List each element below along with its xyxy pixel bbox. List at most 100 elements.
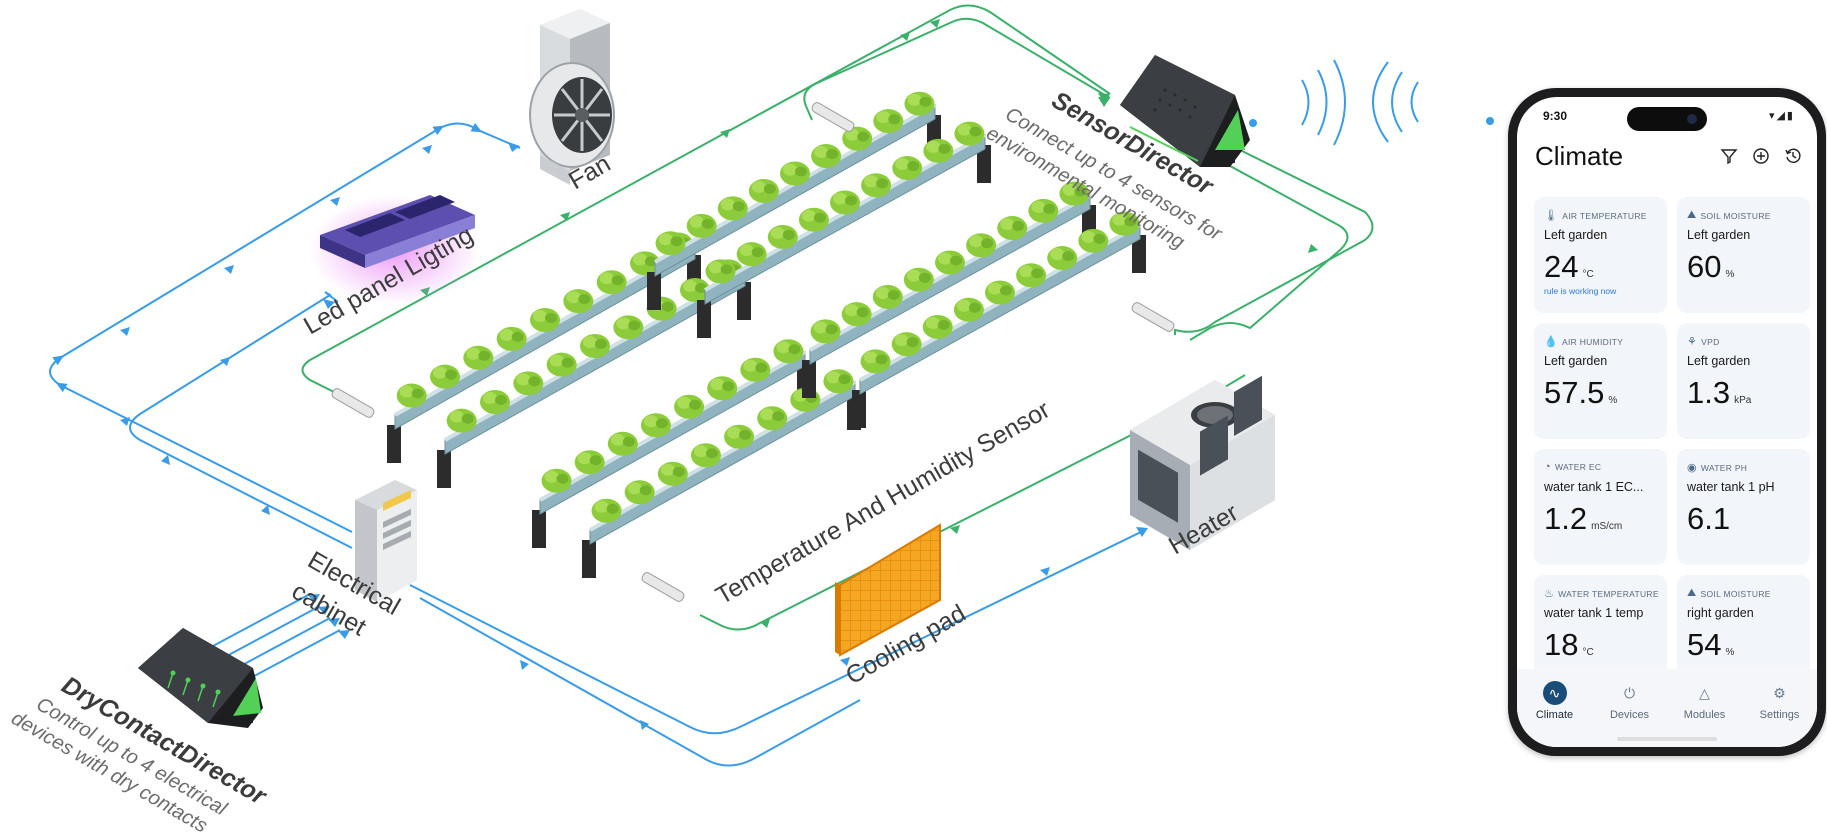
add-circle-icon[interactable]: [1751, 147, 1771, 167]
card-value: 57.5 %: [1544, 375, 1617, 411]
camera-icon: [1687, 114, 1697, 124]
card-type: ♨ WATER TEMPERATURE: [1544, 587, 1659, 600]
lettuce-plant: [923, 138, 954, 163]
card-type-label: SOIL MOISTURE: [1700, 588, 1771, 599]
thermometer-icon: 🌡: [1544, 210, 1559, 222]
lettuce-plant: [773, 339, 804, 364]
card-value-unit: %: [1725, 647, 1735, 658]
card-value-unit: mS/cm: [1591, 521, 1623, 532]
lettuce-plant: [842, 126, 873, 151]
card-value: 24 °C: [1544, 249, 1594, 285]
tab-modules[interactable]: △ Modules: [1667, 669, 1742, 747]
lettuce-plant: [780, 161, 810, 186]
header-actions: [1719, 147, 1803, 167]
lettuce-plant: [811, 144, 842, 169]
card-type: 💧 AIR HUMIDITY: [1544, 335, 1623, 348]
lettuce-plant: [861, 173, 892, 198]
lettuce-plant: [630, 251, 660, 276]
lettuce-plant: [740, 357, 771, 382]
lettuce-plant: [872, 284, 903, 309]
card-value-number: 60: [1687, 249, 1722, 284]
card-type-label: WATER EC: [1554, 462, 1602, 472]
lettuce-plant: [546, 352, 577, 377]
card-value: 60 %: [1687, 249, 1734, 285]
tab-settings[interactable]: ⚙ Settings: [1742, 669, 1817, 747]
lettuce-plant: [513, 371, 544, 396]
sensor-card[interactable]: ◉ WATER PH water tank 1 pH 6.1: [1677, 449, 1810, 565]
lettuce-plant: [580, 334, 610, 358]
tab-label: Modules: [1683, 709, 1726, 721]
growing-channel: [437, 259, 751, 488]
tab-climate[interactable]: ∿ Climate: [1517, 669, 1592, 747]
hydroponic-racks: [387, 91, 1146, 578]
tab-label: Settings: [1759, 709, 1800, 721]
lettuce-plant: [396, 383, 427, 408]
app-header: Climate: [1535, 141, 1803, 181]
lettuce-plant: [574, 450, 605, 475]
lettuce-plant: [674, 394, 705, 419]
card-location: water tank 1 temp: [1544, 606, 1644, 620]
sensor-card[interactable]: 💧 AIR HUMIDITY Left garden 57.5 %: [1534, 323, 1667, 439]
humidity-icon: 💧: [1544, 336, 1558, 348]
soil-icon: ⛰: [1687, 209, 1697, 221]
sensor-director-device: [1120, 55, 1250, 167]
lettuce-plant: [613, 315, 644, 340]
lettuce-plant: [873, 109, 904, 134]
sensor-card[interactable]: 🌡 AIR TEMPERATURE Left garden 24 °C rule…: [1534, 197, 1667, 313]
lettuce-plant: [841, 302, 872, 327]
lettuce-plant: [446, 408, 477, 433]
phone-screen: 9:30 ▾◢▮ Climate 🌡 AIR TEMPERATURE: [1517, 97, 1817, 747]
lettuce-plant: [1047, 246, 1078, 271]
lettuce-plant: [935, 250, 965, 275]
heater-device: [1130, 375, 1275, 550]
card-location: Left garden: [1544, 354, 1608, 368]
card-location: Left garden: [1544, 228, 1608, 242]
card-value-unit: °C: [1582, 647, 1594, 658]
lettuce-plant: [717, 196, 748, 221]
card-location: Left garden: [1687, 354, 1751, 368]
history-icon[interactable]: [1783, 147, 1803, 167]
card-type: ⚘ VPD: [1687, 335, 1720, 348]
status-bar: 9:30 ▾◢▮: [1517, 97, 1817, 137]
lettuce-plant: [810, 319, 841, 344]
tab-devices[interactable]: ⏻ Devices: [1592, 669, 1667, 747]
card-type: ⛰ SOIL MOISTURE: [1687, 209, 1771, 222]
lettuce-plant: [736, 242, 767, 267]
modules-icon: △: [1699, 685, 1710, 701]
status-icons: ▾◢▮: [1768, 110, 1795, 122]
page-title: Climate: [1535, 141, 1624, 171]
lettuce-plant: [690, 443, 721, 468]
lettuce-plant: [655, 231, 686, 256]
pulse-icon: ∿: [1542, 681, 1567, 705]
lettuce-plant: [707, 376, 738, 401]
water-ec-icon: ◔: [1544, 461, 1551, 473]
lettuce-plant: [1109, 211, 1140, 236]
lettuce-plant: [680, 278, 710, 302]
card-value-number: 1.3: [1687, 375, 1731, 410]
card-location: water tank 1 EC...: [1544, 480, 1644, 494]
growing-channel: [647, 91, 941, 310]
sensor-card[interactable]: ⛰ SOIL MOISTURE Left garden 60 %: [1677, 197, 1810, 313]
home-indicator: [1617, 737, 1717, 741]
lettuce-plant: [891, 332, 922, 357]
lettuce-plant: [496, 326, 527, 351]
tab-label: Climate: [1535, 709, 1574, 721]
card-location: Left garden: [1687, 228, 1751, 242]
card-type: 🌡 AIR TEMPERATURE: [1544, 209, 1647, 222]
lettuce-plant: [530, 308, 560, 332]
lettuce-plant: [607, 431, 638, 456]
card-type-label: AIR HUMIDITY: [1562, 336, 1624, 347]
lettuce-plant: [892, 156, 923, 181]
fan-device: [529, 9, 615, 185]
lettuce-plant: [823, 369, 854, 394]
card-type: ⛰ SOIL MOISTURE: [1687, 587, 1771, 600]
sensor-card[interactable]: ◔ WATER EC water tank 1 EC... 1.2 mS/cm: [1534, 449, 1667, 565]
card-type-label: SOIL MOISTURE: [1700, 210, 1771, 221]
card-location: water tank 1 pH: [1687, 480, 1775, 494]
sensor-card[interactable]: ⚘ VPD Left garden 1.3 kPa: [1677, 323, 1810, 439]
filter-icon[interactable]: [1719, 147, 1739, 167]
card-value-unit: °C: [1582, 269, 1594, 280]
blue-arrowheads: [120, 117, 1494, 730]
lettuce-plant: [705, 259, 736, 284]
temperature-humidity-probes: [331, 102, 1175, 602]
